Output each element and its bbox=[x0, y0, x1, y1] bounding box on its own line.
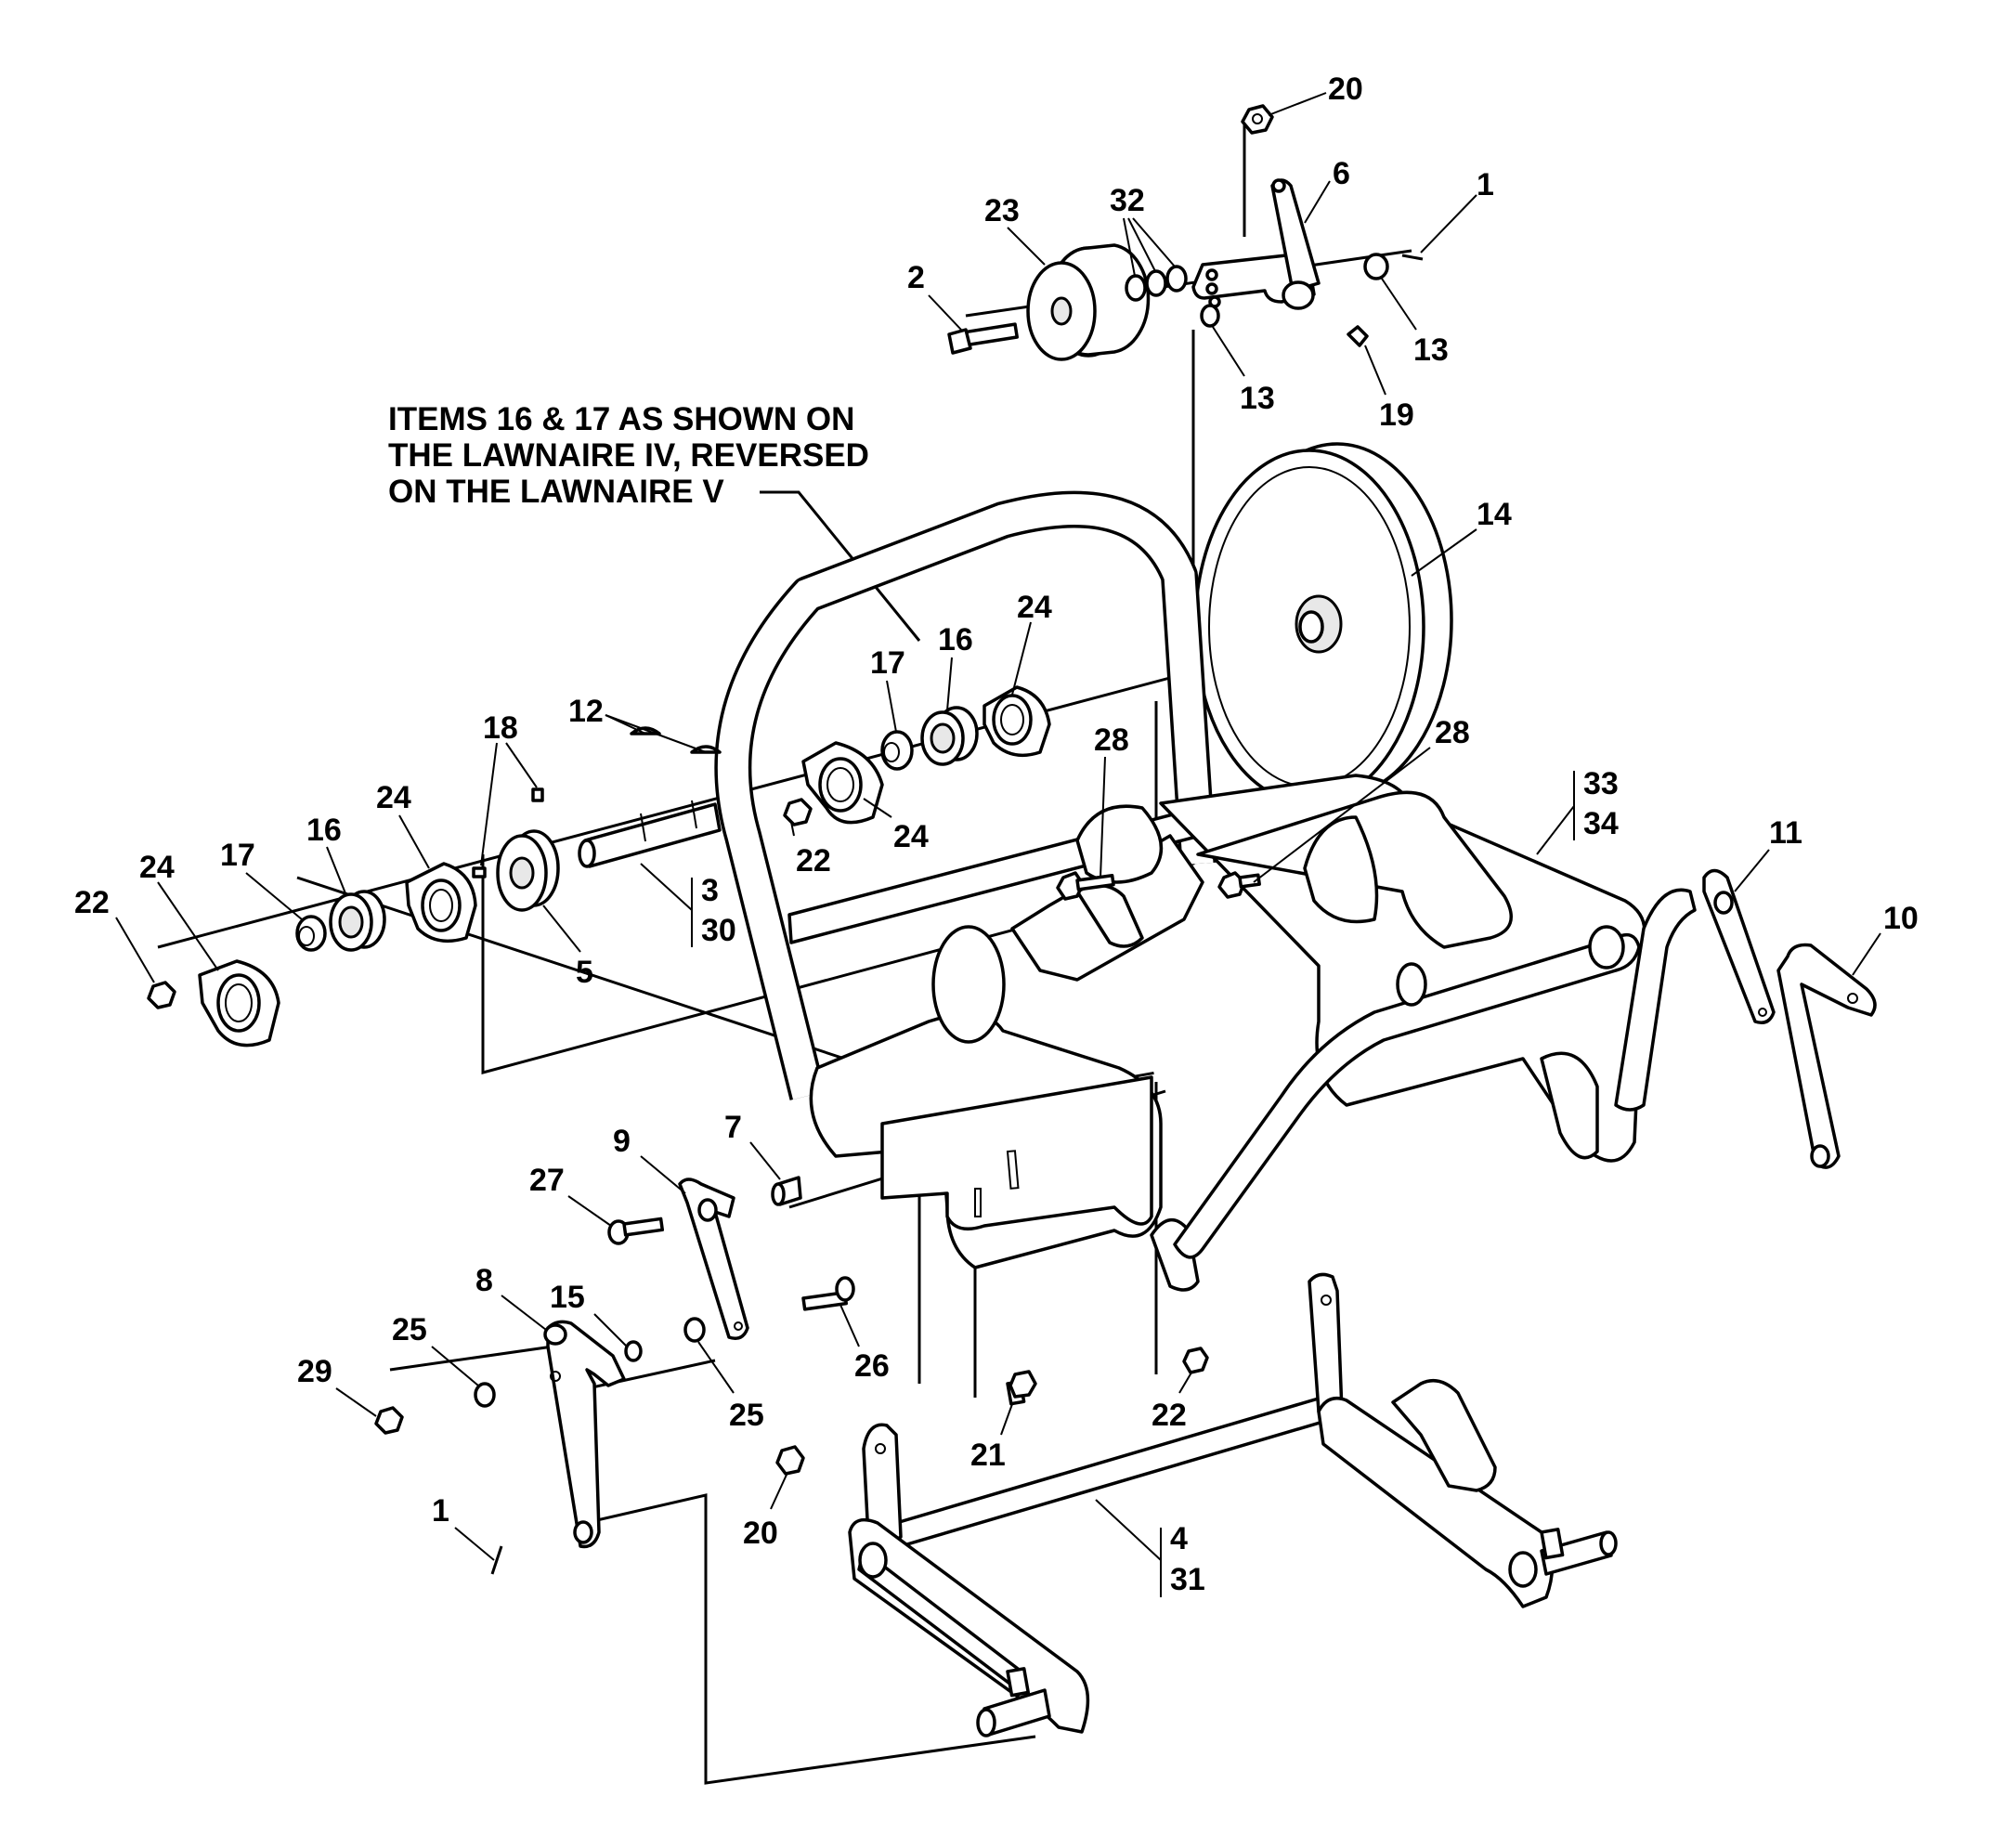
callout-30: 30 bbox=[701, 913, 736, 948]
callout-16-upper: 16 bbox=[938, 622, 973, 657]
callout-31: 31 bbox=[1170, 1562, 1205, 1597]
nut-22-mid bbox=[783, 798, 813, 826]
bearing-16-upper bbox=[920, 706, 979, 766]
grease-fitting-19 bbox=[1347, 325, 1369, 347]
callout-20-bottom: 20 bbox=[743, 1516, 778, 1551]
bolt-28-right bbox=[1217, 871, 1261, 899]
sheave-5 bbox=[496, 829, 560, 912]
callout-22-mid: 22 bbox=[796, 843, 831, 878]
callout-33: 33 bbox=[1583, 766, 1619, 801]
nut-22-left bbox=[147, 981, 176, 1009]
link-10 bbox=[1776, 943, 1877, 1169]
callout-11: 11 bbox=[1769, 815, 1802, 851]
callout-7: 7 bbox=[724, 1110, 742, 1145]
set-screws-18 bbox=[472, 787, 544, 878]
cotter-pin-1-top bbox=[1401, 254, 1424, 261]
bolt-26 bbox=[801, 1276, 855, 1311]
nut-22-bottom bbox=[1182, 1347, 1209, 1374]
callout-16-lower: 16 bbox=[306, 813, 342, 848]
callout-22-bottom: 22 bbox=[1152, 1398, 1187, 1433]
callout-3: 3 bbox=[701, 873, 719, 908]
left-shaft-group bbox=[147, 685, 1261, 1048]
link-11 bbox=[1702, 868, 1776, 1024]
washer-13-right bbox=[1363, 253, 1389, 280]
bolt-21 bbox=[1006, 1370, 1037, 1406]
callout-1-bottom: 1 bbox=[432, 1493, 449, 1529]
flange-24-mid bbox=[801, 741, 884, 825]
callout-4: 4 bbox=[1170, 1521, 1188, 1556]
callout-5: 5 bbox=[576, 955, 593, 990]
callout-25-left: 25 bbox=[392, 1312, 427, 1347]
washers-32 bbox=[1125, 265, 1188, 302]
callout-24-left-b: 24 bbox=[376, 780, 411, 815]
collar-17-lower bbox=[295, 915, 327, 952]
callout-13-left: 13 bbox=[1240, 381, 1275, 416]
flange-24-left-a bbox=[198, 959, 280, 1048]
axle-assembly-4-31 bbox=[848, 1272, 1618, 1737]
callout-29: 29 bbox=[297, 1354, 332, 1389]
bolt-2 bbox=[947, 322, 1019, 355]
callout-19: 19 bbox=[1379, 397, 1414, 433]
lower-linkage bbox=[374, 1176, 1209, 1575]
washer-25-right bbox=[683, 1317, 706, 1343]
callout-15: 15 bbox=[550, 1280, 585, 1315]
callout-24-upper: 24 bbox=[1017, 590, 1052, 625]
cotter-pin-1-bottom bbox=[490, 1545, 503, 1575]
callout-20-top: 20 bbox=[1328, 72, 1363, 107]
callout-24-left-a: 24 bbox=[139, 850, 175, 885]
callout-6: 6 bbox=[1333, 156, 1350, 191]
flange-24-upper bbox=[982, 685, 1051, 758]
callout-2: 2 bbox=[907, 260, 925, 295]
bushing-7 bbox=[771, 1176, 802, 1206]
right-links bbox=[1702, 868, 1877, 1169]
callout-28-left: 28 bbox=[1094, 722, 1129, 758]
bolt-28-left bbox=[1056, 871, 1115, 901]
note-line-1: ITEMS 16 & 17 AS SHOWN ON bbox=[388, 401, 854, 437]
callout-28-right: 28 bbox=[1435, 715, 1470, 750]
bolt-27 bbox=[607, 1217, 665, 1245]
spacer-15 bbox=[624, 1340, 643, 1362]
callout-10: 10 bbox=[1883, 901, 1919, 936]
callout-34: 34 bbox=[1583, 806, 1619, 841]
callout-1-top: 1 bbox=[1477, 167, 1494, 202]
idler-pulley-group bbox=[947, 104, 1424, 361]
drive-pulley-14 bbox=[1193, 442, 1453, 805]
idler-pulley-23 bbox=[1026, 243, 1151, 361]
nut-20-bottom bbox=[775, 1445, 805, 1476]
callout-12: 12 bbox=[568, 694, 604, 729]
note-line-3: ON THE LAWNAIRE V bbox=[388, 474, 724, 510]
flange-24-left-b bbox=[405, 862, 477, 944]
shaft-3-30 bbox=[578, 800, 722, 868]
callout-13-right: 13 bbox=[1413, 332, 1449, 368]
arm-9 bbox=[678, 1178, 749, 1340]
callout-32: 32 bbox=[1110, 183, 1145, 218]
callout-17-lower: 17 bbox=[220, 838, 255, 873]
callout-14: 14 bbox=[1477, 497, 1512, 532]
callout-27: 27 bbox=[529, 1163, 565, 1198]
bearing-16-lower bbox=[329, 890, 386, 952]
arm-8 bbox=[543, 1320, 626, 1549]
callout-22-left: 22 bbox=[74, 885, 110, 920]
callout-8: 8 bbox=[475, 1263, 493, 1298]
nut-29 bbox=[374, 1406, 404, 1435]
callout-21: 21 bbox=[970, 1438, 1006, 1473]
callout-26: 26 bbox=[854, 1348, 890, 1384]
callout-18: 18 bbox=[483, 710, 518, 746]
callout-24-mid: 24 bbox=[893, 819, 929, 854]
note-leader bbox=[760, 490, 921, 642]
callout-labels: 20 6 1 23 32 2 13 13 19 14 24 16 17 28 2… bbox=[74, 72, 1919, 1597]
washer-25-left bbox=[474, 1382, 496, 1408]
callout-17-upper: 17 bbox=[870, 645, 905, 681]
note-block: ITEMS 16 & 17 AS SHOWN ON THE LAWNAIRE I… bbox=[388, 401, 921, 642]
nut-20-top bbox=[1241, 104, 1274, 135]
callout-9: 9 bbox=[613, 1124, 631, 1159]
collar-17-upper bbox=[880, 730, 914, 771]
main-frame bbox=[714, 490, 1697, 1292]
washer-13-left bbox=[1200, 304, 1220, 328]
callout-25-right: 25 bbox=[729, 1398, 764, 1433]
idler-arm-6 bbox=[1191, 178, 1321, 310]
note-line-2: THE LAWNAIRE IV, REVERSED bbox=[388, 437, 869, 474]
callout-23: 23 bbox=[984, 193, 1020, 228]
